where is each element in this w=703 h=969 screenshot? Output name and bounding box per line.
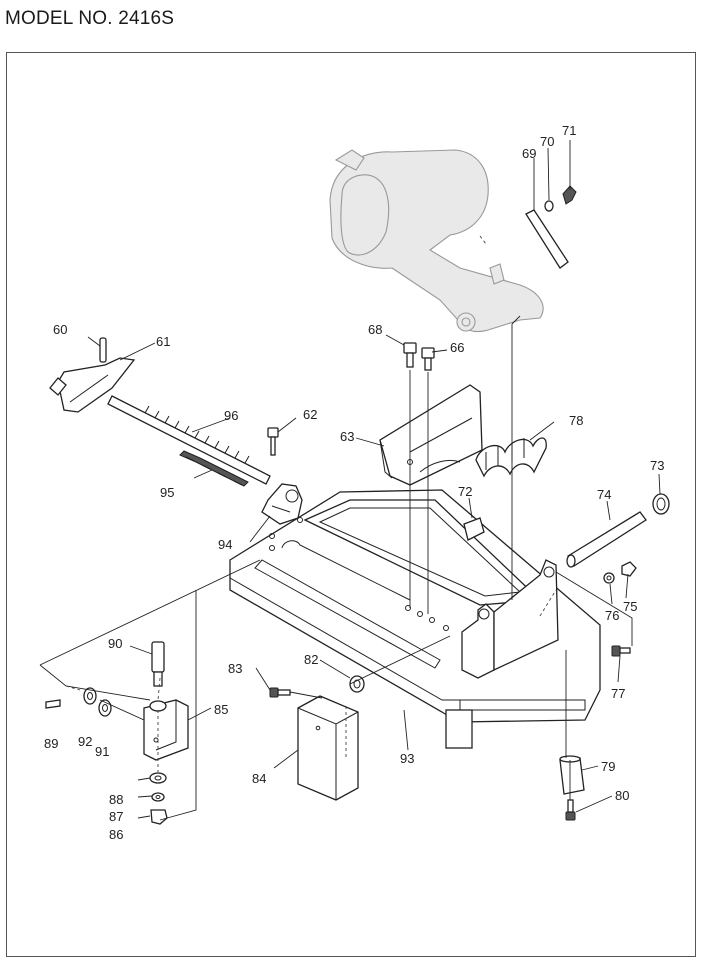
callout-80: 80 <box>615 788 629 803</box>
callout-62: 62 <box>303 407 317 422</box>
part-71-wingbolt <box>562 185 577 205</box>
callout-91: 91 <box>95 744 109 759</box>
callout-96: 96 <box>224 408 238 423</box>
part-83-screw <box>269 687 291 698</box>
callout-71: 71 <box>562 123 576 138</box>
assembly-lines <box>39 235 633 821</box>
part-86-nut <box>150 809 168 825</box>
part-80-screw <box>565 799 576 821</box>
part-87-washer <box>151 792 165 802</box>
part-96-lead-screw <box>107 395 271 485</box>
part-60-pin <box>99 337 107 363</box>
part-90-pin <box>149 641 167 712</box>
part-70-washer <box>544 200 554 212</box>
part-76-washer <box>603 572 615 584</box>
callout-94: 94 <box>218 537 232 552</box>
callout-77: 77 <box>611 686 625 701</box>
callout-89: 89 <box>44 736 58 751</box>
part-95-chain <box>179 450 249 487</box>
rear-bracket <box>461 559 559 679</box>
callout-84: 84 <box>252 771 266 786</box>
part-78-spring <box>475 437 547 478</box>
part-61-vise-jaw <box>49 357 136 413</box>
part-74-shaft <box>566 511 647 568</box>
callout-60: 60 <box>53 322 67 337</box>
part-89-pin <box>45 699 61 709</box>
callout-79: 79 <box>601 759 615 774</box>
callout-88: 88 <box>109 792 123 807</box>
callout-76: 76 <box>605 608 619 623</box>
callout-63: 63 <box>340 429 354 444</box>
part-77-bolt <box>611 645 631 657</box>
part-88-washer <box>149 772 167 784</box>
callout-73: 73 <box>650 458 664 473</box>
callout-75: 75 <box>623 599 637 614</box>
callout-69: 69 <box>522 146 536 161</box>
part-68-bolt <box>403 342 417 368</box>
motor-head-ghost <box>329 149 544 333</box>
part-94-holder <box>261 483 303 525</box>
callout-95: 95 <box>160 485 174 500</box>
part-62-screw <box>267 427 279 456</box>
callout-74: 74 <box>597 487 611 502</box>
part-75-nut <box>621 561 637 577</box>
callout-numbers: 60 61 62 63 66 68 69 70 71 72 73 74 75 7… <box>44 123 664 842</box>
callout-87: 87 <box>109 809 123 824</box>
leader-lines <box>87 140 661 819</box>
part-84-guard <box>297 695 359 801</box>
callout-70: 70 <box>540 134 554 149</box>
callout-68: 68 <box>368 322 382 337</box>
diagram-frame <box>6 52 696 957</box>
part-92-washer <box>83 687 97 705</box>
part-85-bracket <box>143 699 189 761</box>
callout-82: 82 <box>304 652 318 667</box>
callout-66: 66 <box>450 340 464 355</box>
part-73-ring <box>652 493 670 515</box>
callout-78: 78 <box>569 413 583 428</box>
callout-61: 61 <box>156 334 170 349</box>
part-69-link <box>525 209 569 269</box>
part-79-foot <box>559 755 585 795</box>
part-66-bolt <box>421 347 435 371</box>
callout-86: 86 <box>109 827 123 842</box>
part-63-fence <box>379 384 483 486</box>
part-72-key <box>463 517 485 541</box>
model-title: MODEL NO. 2416S <box>5 8 175 29</box>
callout-90: 90 <box>108 636 122 651</box>
callout-92: 92 <box>78 734 92 749</box>
callout-72: 72 <box>458 484 472 499</box>
callout-85: 85 <box>214 702 228 717</box>
callout-93: 93 <box>400 751 414 766</box>
callout-83: 83 <box>228 661 242 676</box>
